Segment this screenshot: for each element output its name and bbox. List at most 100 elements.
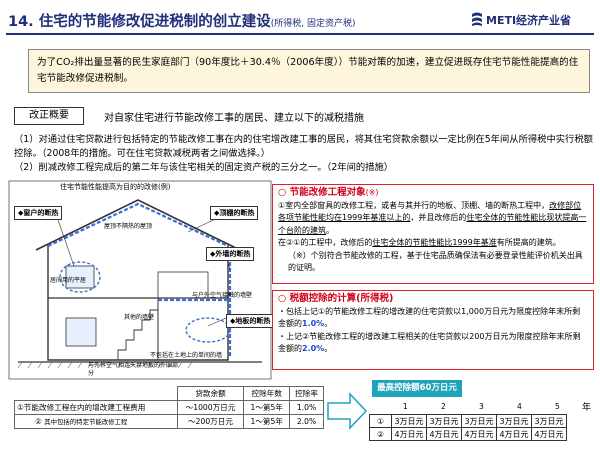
lower-window [65, 317, 97, 347]
logo-text: METI经济产业省 [486, 14, 572, 27]
row-label: ② [369, 427, 392, 441]
table-row: ② 4万日元 4万日元 4万日元 4万日元 4万日元 [369, 427, 567, 441]
cond-underline: 改修部位各项节能性能均在1999年基准以上的 [278, 200, 582, 223]
year-tick: 1 [403, 402, 408, 411]
cond-text: 有所提高的建筑。 [496, 238, 561, 247]
row-years: 1〜第5年 [243, 414, 291, 429]
credit-rate: 1.0% [302, 319, 325, 328]
header-years: 控除年数 [243, 386, 291, 401]
year-value: 4万日元 [461, 427, 497, 441]
yearly-credit-table: ① 3万日元 3万日元 3万日元 3万日元 3万日元 ② 4万日元 4万日元 4… [369, 414, 567, 441]
loan-table: 贷款余额 控除年数 控除率 ①节能改修工程在内的增改建工程费用 〜1000万日元… [14, 386, 324, 429]
page-title: 14. 住宅的节能修改促进税制的创立建设(所得税, 固定资产税) [8, 10, 355, 31]
credit-text: 。 [324, 319, 333, 328]
conditions-note: （※）个别符合节能改修的工程，基于住宅品质确保法有必要登录性能评价机关出具的证明… [288, 250, 583, 273]
label-roof: 屋顶不隔热的屋顶 [104, 223, 153, 230]
row-rate: 1.0% [289, 400, 324, 415]
year-value: 3万日元 [496, 414, 532, 428]
cond-text: ，并且改修后的 [410, 213, 467, 222]
conditions-heading-mark: (※) [365, 188, 379, 197]
window-highlight [59, 261, 101, 293]
cond-text: 在②①的工程中，改修后的 [278, 238, 373, 247]
row-label: ① [369, 414, 392, 428]
year-tick: 5 [555, 402, 560, 411]
row-balance: 〜200万日元 [176, 414, 245, 429]
callout-floor: ◆地板的断热 [226, 314, 275, 328]
upper-room [157, 271, 209, 299]
year-axis: 1 2 3 4 5 [393, 402, 569, 414]
callout-ceiling: ◆顶棚的断热 [210, 206, 259, 220]
callout-outer-wall: ◆外墙的断热 [206, 247, 255, 261]
max-credit-badge: 最高控除额60万日元 [372, 380, 462, 397]
callout-window: ◆窗户的断热 [14, 206, 63, 220]
row-label-detail: 其中包括的特定节能改修工程 [44, 418, 128, 426]
overview-line-1: （1）对通过住宅贷款进行包括特定的节能改修工事在内的住宅增改建工事的居民，将其住… [14, 134, 593, 160]
cond-underline: 住宅全体的节能性能比现状提高一个台阶的建筑 [278, 213, 587, 235]
row-label: ② 其中包括的特定节能改修工程 [14, 414, 178, 429]
table-row: ② 其中包括的特定节能改修工程 〜200万日元 1〜第5年 2.0% [14, 414, 324, 429]
conditions-heading: ○ 节能改修工程对象(※) [278, 187, 588, 200]
cond-underline: 住宅全体的节能性能比1999年基准 [372, 238, 497, 247]
callout-window-text: 窗户的断热 [23, 209, 59, 217]
table-row: ① 3万日元 3万日元 3万日元 3万日元 3万日元 [369, 414, 567, 428]
diamond-icon: ◆ [18, 209, 24, 217]
cond-text: 。 [326, 225, 334, 235]
label-living-room: 居间用的平居 [50, 277, 87, 284]
credit-text: ・包括上记①的节能改修工程的增改建的住宅贷款以1,000万日元为限度控除年末所剩… [278, 306, 581, 329]
row-years: 1〜第5年 [243, 400, 291, 415]
year-value: 3万日元 [461, 414, 497, 428]
conditions-heading-text: ○ 节能改修工程对象 [278, 187, 366, 198]
year-value: 3万日元 [531, 414, 567, 428]
diamond-icon: ◆ [214, 209, 220, 217]
year-unit: 年 [582, 403, 592, 413]
year-value: 4万日元 [391, 427, 427, 441]
credit-text: ・上记②节能改修工程的增改建工程相关的住宅贷款以200万日元为限度控除年末所剩金… [278, 331, 581, 354]
label-outside-air: 与户外空气接触的墙壁 [192, 292, 253, 299]
tax-credit-box: ○ 税额控除的计算(所得税) ・包括上记①的节能改修工程的增改建的住宅贷款以1,… [272, 290, 594, 370]
overview-description: 对自家住宅进行节能改修工事的居民、建立以下的减税措施 [104, 113, 364, 124]
year-value: 4万日元 [426, 427, 462, 441]
credit-text: 。 [324, 344, 333, 353]
header-rate: 控除率 [289, 386, 324, 401]
diagram-title: 住宅节能性能提高为目的的改修(例) [60, 183, 171, 191]
credit-bullet-2: ・上记②节能改修工程的增改建工程相关的住宅贷款以200万日元为限度控除年末所剩金… [278, 331, 588, 356]
year-value: 4万日元 [496, 427, 532, 441]
label-inner-wall: 其他的墙壁 [124, 314, 155, 321]
house-walls [47, 244, 229, 361]
title-subtitle: (所得税, 固定资产税) [270, 19, 356, 29]
overview-line-2: （2）削减改修工程完成后的第二年与该住宅相关的固定资产税的三分之一。（2年间的措… [14, 162, 394, 174]
conditions-item-1: ①室内全部窗具的改修工程，或者与其并行的地板、顶棚、墙的断热工程中，改修部位各项… [278, 200, 588, 238]
overview-body: （1）对通过住宅贷款进行包括特定的节能改修工事在内的住宅增改建工事的居民，将其住… [14, 133, 594, 176]
year-tick: 2 [441, 402, 446, 411]
meti-logo-icon [472, 12, 482, 26]
year-value: 4万日元 [531, 427, 567, 441]
conditions-item-2: 在②①的工程中，改修后的住宅全体的节能性能比1999年基准有所提高的建筑。 [278, 237, 588, 250]
year-value: 3万日元 [426, 414, 462, 428]
year-tick: 4 [517, 402, 522, 411]
header-divider [6, 33, 594, 35]
floor-highlight [185, 317, 231, 343]
label-floor-note: 不包括在土地上的单间的墙 [150, 352, 223, 359]
ground-hatch [17, 361, 193, 369]
callout-ceiling-text: 顶棚的断热 [219, 209, 255, 217]
right-arrow-icon [327, 392, 368, 430]
year-tick: 3 [479, 402, 484, 411]
ceiling-insulation [47, 202, 229, 247]
table-corner [15, 387, 178, 401]
table-row: ①节能改修工程在内的增改建工程费用 〜1000万日元 1〜第5年 1.0% [14, 400, 324, 415]
credit-heading: ○ 税额控除的计算(所得税) [278, 293, 394, 304]
credit-bullet-1: ・包括上记①的节能改修工程的增改建的住宅贷款以1,000万日元为限度控除年末所剩… [278, 306, 588, 331]
diamond-icon: ◆ [210, 250, 216, 258]
callout-floor-text: 地板的断热 [235, 317, 271, 325]
row-rate: 2.0% [289, 414, 324, 429]
intro-box: 为了CO₂排出量显著的民生家庭部门（90年度比＋30.4％（2006年度））节能… [28, 49, 590, 93]
year-value: 3万日元 [391, 414, 427, 428]
header-balance: 贷款余额 [176, 386, 245, 401]
cond-text: ①室内全部窗具的改修工程，或者与其并行的地板、顶棚、墙的断热工程中， [278, 200, 550, 210]
intro-text: 为了CO₂排出量显著的民生家庭部门（90年度比＋30.4％（2006年度））节能… [37, 57, 579, 84]
diamond-icon: ◆ [230, 317, 236, 325]
staircase [117, 309, 158, 360]
conditions-box: ○ 节能改修工程对象(※) ①室内全部窗具的改修工程，或者与其并行的地板、顶棚、… [272, 184, 594, 284]
upper-window [65, 265, 95, 289]
row-label-main: ② [35, 417, 42, 426]
